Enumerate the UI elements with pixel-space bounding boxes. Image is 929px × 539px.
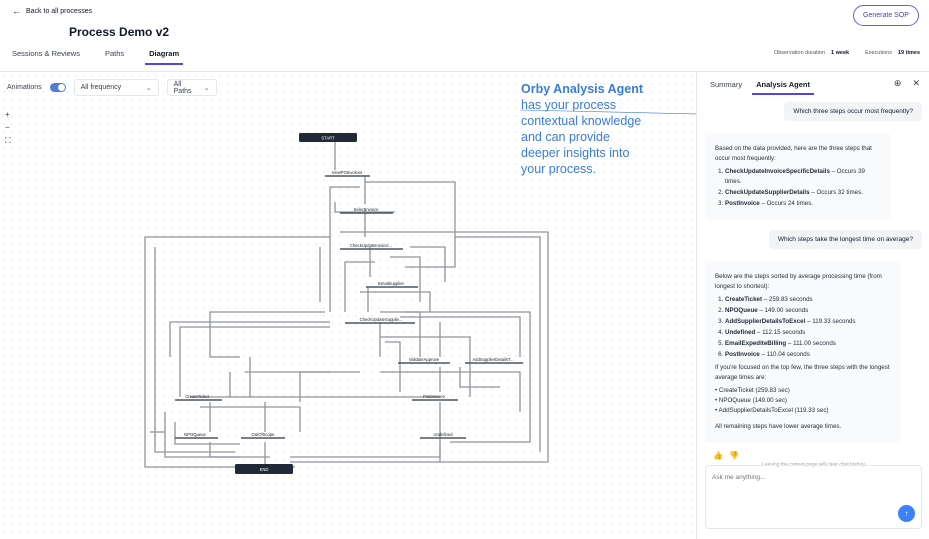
main-tabs: Sessions & Reviews Paths Diagram — [12, 49, 208, 65]
node-start-label: START — [321, 136, 335, 141]
chevron-down-icon: ⌄ — [203, 84, 210, 92]
agent-bullet: • NPOQueue (149.00 sec) — [715, 397, 787, 404]
top-bar: ← Back to all processes Process Demo v2 … — [0, 0, 929, 72]
animations-toggle[interactable] — [49, 83, 66, 92]
node-start[interactable] — [299, 133, 357, 142]
annotation-line: has your process — [521, 98, 617, 112]
agent-intro: Below are the steps sorted by average pr… — [715, 273, 882, 290]
tab-diagram[interactable]: Diagram — [145, 49, 184, 65]
graph-nodes: START ViewPOInvoices SelectInvoice Check… — [175, 133, 523, 474]
list-item: CheckUpdateSupplierDetails – Occurs 32 t… — [725, 188, 881, 198]
agent-list: CreateTicket – 259.83 seconds NPOQueue –… — [715, 295, 891, 360]
list-item: EmailExpediteBilling – 111.00 seconds — [725, 339, 891, 349]
back-link[interactable]: ← Back to all processes — [12, 6, 92, 16]
panel-tabs: Summary Analysis Agent — [710, 80, 828, 95]
diagram-filters: Animations All frequency ⌄ All Paths ⌄ — [7, 79, 217, 96]
tab-sessions-reviews[interactable]: Sessions & Reviews — [12, 49, 80, 58]
annotation-callout: Orby Analysis Agent has your process con… — [521, 81, 691, 177]
agent-bullet: • CreateTicket (259.83 sec) — [715, 387, 790, 394]
list-item: PostInvoice – Occurs 24 times. — [725, 199, 881, 209]
node-undefined-label[interactable]: Undefined — [433, 432, 453, 437]
thumbs-up-icon[interactable]: 👍 — [713, 451, 723, 460]
node-end-label: END — [260, 467, 269, 472]
node-npoqueue-label[interactable]: NPOQueue — [184, 432, 206, 437]
node-checkinv-label[interactable]: CheckUpdateInvoice... — [350, 243, 392, 248]
observation-value: 1 week — [831, 50, 850, 56]
paths-select[interactable]: All Paths ⌄ — [166, 79, 217, 96]
chevron-down-icon: ⌄ — [145, 84, 152, 92]
list-item: Undefined – 112.15 seconds — [725, 328, 891, 338]
graph-edges — [144, 140, 549, 470]
list-item: NPOQueue – 149.00 seconds — [725, 306, 891, 316]
executions-value: 19 times — [897, 50, 920, 56]
annotation-arrow — [519, 109, 696, 115]
list-item: CreateTicket – 259.83 seconds — [725, 295, 891, 305]
tab-analysis-agent[interactable]: Analysis Agent — [752, 80, 814, 95]
user-message: Which three steps occur most frequently? — [784, 102, 922, 121]
chat-thread: Which three steps occur most frequently?… — [705, 102, 922, 468]
agent-message: Based on the data provided, here are the… — [705, 133, 891, 220]
arrow-up-icon: ↑ — [904, 509, 909, 518]
thumbs-down-icon[interactable]: 👎 — [728, 451, 739, 460]
annotation-line: contextual knowledge — [521, 114, 642, 128]
new-chat-icon[interactable]: ⊕ — [893, 78, 902, 88]
executions-label: Executions — [865, 50, 892, 56]
list-item: PostInvoice – 110.04 seconds — [725, 350, 891, 360]
node-checksup-label[interactable]: CheckUpdateSupplie... — [360, 317, 403, 322]
frequency-value: All frequency — [80, 84, 122, 91]
diagram-canvas[interactable]: Animations All frequency ⌄ All Paths ⌄ +… — [0, 72, 696, 539]
user-message: Which steps take the longest time on ave… — [768, 230, 922, 249]
arrow-left-icon: ← — [12, 6, 21, 16]
chat-input[interactable] — [712, 474, 892, 481]
chat-input-box[interactable]: ↑ — [705, 465, 922, 529]
annotation-line: deeper insights into — [521, 146, 630, 160]
agent-message: Below are the steps sorted by average pr… — [705, 261, 901, 443]
zoom-in-button[interactable]: + — [5, 110, 10, 119]
agent-focus: If you're focused on the top few, the th… — [715, 364, 890, 381]
agent-outro: All remaining steps have lower average t… — [715, 423, 842, 430]
annotation-line: and can provide — [521, 130, 610, 144]
back-link-label: Back to all processes — [26, 7, 93, 15]
node-email-label[interactable]: EmailSupplier — [378, 281, 404, 286]
list-item: AddSupplierDetailsToExcel – 119.33 secon… — [725, 317, 891, 327]
generate-sop-button[interactable]: Generate SOP — [853, 5, 919, 26]
paths-value: All Paths — [173, 80, 192, 95]
node-postinvoice-label[interactable]: PostInvoice — [423, 394, 445, 399]
close-icon[interactable]: ✕ — [912, 78, 920, 88]
list-item: CheckUpdateInvoiceSpecificDetails – Occu… — [725, 167, 881, 187]
node-createticket-label[interactable]: CreateTicket — [185, 394, 209, 399]
feedback-row: 👍 👎 — [713, 451, 922, 460]
node-select-label[interactable]: SelectInvoice — [354, 207, 380, 212]
node-validate-label[interactable]: ValidateApprove — [409, 357, 440, 362]
node-end[interactable] — [235, 464, 293, 474]
node-outofscope-label[interactable]: OutOfScope — [251, 432, 275, 437]
animations-label: Animations — [7, 84, 42, 91]
process-stats: Observation duration 1 week Executions 1… — [774, 50, 920, 56]
tab-paths[interactable]: Paths — [104, 49, 125, 58]
zoom-controls: + − ⛶ — [5, 110, 11, 145]
annotation-line: your process. — [521, 162, 597, 176]
page-title: Process Demo v2 — [69, 25, 170, 39]
annotation-title: Orby Analysis Agent — [521, 82, 644, 96]
observation-label: Observation duration — [773, 50, 826, 56]
frequency-select[interactable]: All frequency ⌄ — [73, 79, 159, 96]
send-button[interactable]: ↑ — [898, 505, 915, 522]
agent-bullet: • AddSupplierDetailsToExcel (119.33 sec) — [715, 407, 829, 414]
process-graph: START ViewPOInvoices SelectInvoice Check… — [144, 109, 696, 474]
node-addsupplier-label[interactable]: AddSupplierDetailsT... — [472, 357, 513, 362]
analysis-panel: Summary Analysis Agent ⊕ ✕ Which three s… — [696, 72, 929, 539]
tab-summary[interactable]: Summary — [710, 80, 743, 89]
node-viewpo-label[interactable]: ViewPOInvoices — [332, 170, 362, 175]
zoom-out-button[interactable]: − — [5, 123, 10, 132]
agent-list: CheckUpdateInvoiceSpecificDetails – Occu… — [715, 167, 881, 209]
fit-view-button[interactable]: ⛶ — [5, 136, 11, 145]
agent-intro: Based on the data provided, here are the… — [715, 145, 872, 162]
panel-icons: ⊕ ✕ — [894, 78, 920, 89]
